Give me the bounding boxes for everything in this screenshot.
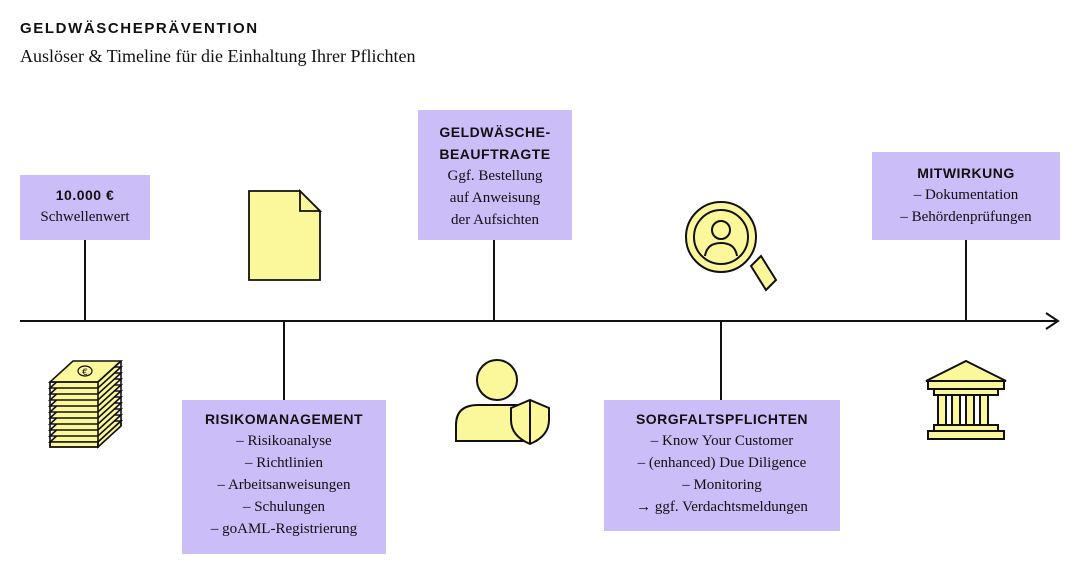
- money-stack-icon: €: [47, 360, 124, 449]
- milestone-text: – Richtlinien: [245, 455, 323, 471]
- milestone-text: – Know Your Customer: [650, 433, 794, 449]
- user-shield-icon: [455, 359, 550, 446]
- milestone-heading: MITWIRKUNG: [917, 165, 1015, 181]
- milestone-text: – Monitoring: [682, 477, 762, 493]
- milestone-text: – Arbeitsanweisungen: [217, 477, 351, 493]
- milestone-text: – Risikoanalyse: [236, 433, 332, 449]
- milestone-text: – goAML-Registrierung: [210, 521, 358, 537]
- magnifier-user-icon: [685, 201, 778, 292]
- document-icon: [248, 188, 323, 281]
- milestone-heading: BEAUFTRAGTE: [439, 146, 551, 162]
- milestone-text: → ggf. Verdachtsmeldungen: [636, 499, 808, 515]
- milestone-heading: RISIKOMANAGEMENT: [204, 411, 364, 427]
- milestone-text: auf Anweisung: [449, 190, 541, 206]
- milestone-text: – Behördenprüfungen: [900, 209, 1032, 225]
- milestone-box-schwellenwert: 10.000 € Schwellenwert: [20, 175, 150, 240]
- milestone-heading: 10.000 €: [55, 187, 115, 203]
- milestone-text: der Aufsichten: [451, 212, 539, 228]
- milestone-box-risikomanagement: RISIKOMANAGEMENT – Risikoanalyse – Richt…: [182, 400, 386, 554]
- milestone-box-sorgfaltspflichten: SORGFALTSPFLICHTEN – Know Your Customer …: [604, 400, 840, 531]
- milestone-box-beauftragte: GELDWÄSCHE- BEAUFTRAGTE Ggf. Bestellung …: [418, 110, 572, 240]
- bank-building-icon: [925, 359, 1007, 440]
- milestone-text: – Dokumentation: [913, 187, 1019, 203]
- milestone-text: Ggf. Bestellung: [447, 168, 543, 184]
- milestone-text: – (enhanced) Due Diligence: [637, 455, 807, 471]
- milestone-box-mitwirkung: MITWIRKUNG – Dokumentation – Behördenprü…: [872, 152, 1060, 240]
- page-subtitle: Auslöser & Timeline für die Einhaltung I…: [20, 46, 416, 66]
- timeline-arrowhead: [1045, 312, 1060, 330]
- money-icon-symbol: €: [82, 368, 88, 378]
- milestone-text: – Schulungen: [242, 499, 326, 515]
- milestone-heading: GELDWÄSCHE-: [439, 124, 551, 140]
- milestone-heading: SORGFALTSPFLICHTEN: [635, 411, 809, 427]
- page-title: GELDWÄSCHEPRÄVENTION: [20, 20, 259, 37]
- milestone-text: Schwellenwert: [40, 209, 130, 225]
